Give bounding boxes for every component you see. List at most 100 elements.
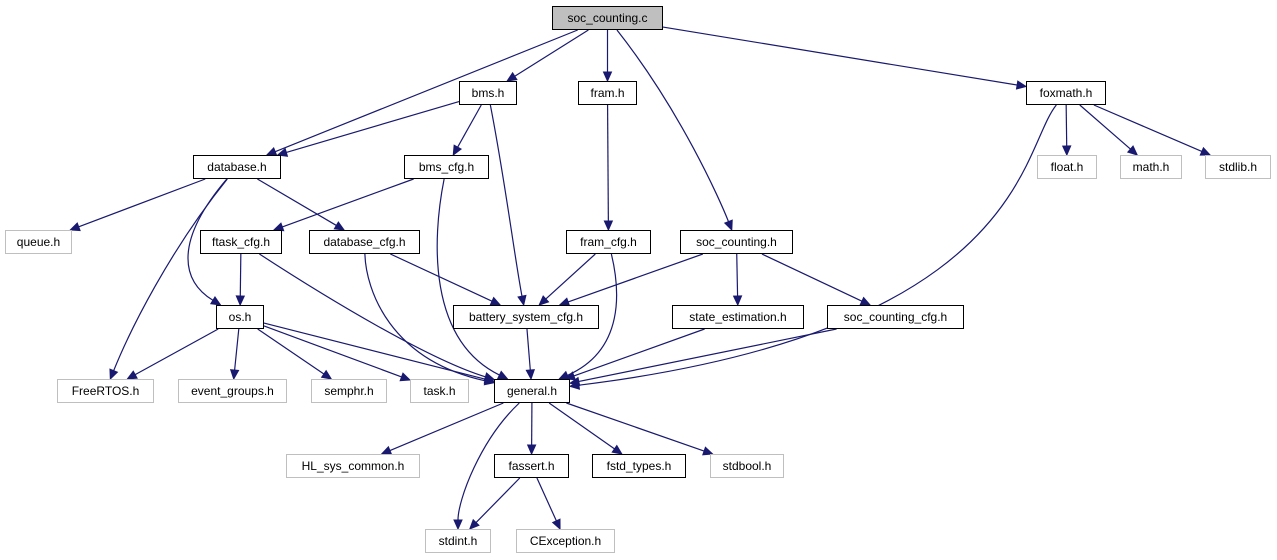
arrowhead-general-h-to-fstd-types-h <box>611 444 623 455</box>
node-foxmath-h[interactable]: foxmath.h <box>1026 81 1106 105</box>
node-FreeRTOS-h[interactable]: FreeRTOS.h <box>57 379 154 403</box>
edge-os-h-to-event-groups-h <box>234 328 240 371</box>
arrowhead-soc-counting-cfg-h-to-general-h <box>568 376 581 387</box>
arrowhead-database-h-to-FreeRTOS-h <box>109 368 119 381</box>
edge-soc-counting-h-to-soc-counting-cfg-h <box>761 253 863 302</box>
edge-general-h-to-stdbool-h <box>566 402 705 452</box>
arrowhead-foxmath-h-to-math-h <box>1126 145 1139 156</box>
edge-bms-cfg-h-to-ftask-cfg-h <box>282 178 414 228</box>
arrowhead-os-h-to-event-groups-h <box>229 369 240 381</box>
edge-ftask-cfg-h-to-general-h <box>259 253 486 378</box>
edge-fassert-h-to-CException-h <box>536 477 557 522</box>
edge-foxmath-h-to-stdlib-h <box>1093 104 1203 152</box>
edge-general-h-to-stdint-h <box>457 402 520 521</box>
arrowhead-bms-h-to-database-h <box>276 147 289 157</box>
node-soc-counting-c[interactable]: soc_counting.c <box>552 6 663 30</box>
arrowhead-bms-h-to-bms-cfg-h <box>452 144 463 157</box>
edge-ftask-cfg-h-to-os-h <box>239 253 242 297</box>
arrowhead-os-h-to-semphr-h <box>320 369 333 380</box>
edge-os-h-to-general-h <box>263 322 486 380</box>
arrowhead-os-h-to-task-h <box>399 372 412 382</box>
edge-foxmath-h-to-float-h <box>1065 104 1068 147</box>
edge-fram-cfg-h-to-general-h <box>567 253 618 376</box>
edge-foxmath-h-to-math-h <box>1079 104 1131 150</box>
arrowhead-soc-counting-c-to-foxmath-h <box>1015 80 1028 90</box>
node-stdint-h[interactable]: stdint.h <box>425 529 491 553</box>
node-CException-h[interactable]: CException.h <box>516 529 615 553</box>
arrowhead-battery-system-cfg-h-to-general-h <box>525 369 536 381</box>
edge-general-h-to-HL-sys-common-h <box>389 402 504 452</box>
node-soc-counting-cfg-h[interactable]: soc_counting_cfg.h <box>827 305 964 329</box>
edge-os-h-to-semphr-h <box>257 328 325 375</box>
node-stdbool-h[interactable]: stdbool.h <box>710 454 784 478</box>
arrowhead-database-h-to-os-h <box>209 295 222 306</box>
node-math-h[interactable]: math.h <box>1120 155 1182 179</box>
edge-database-h-to-database-cfg-h <box>257 178 337 226</box>
edge-soc-counting-c-to-bms-h <box>514 29 589 77</box>
node-event-groups-h[interactable]: event_groups.h <box>178 379 287 403</box>
arrowhead-fram-cfg-h-to-battery-system-cfg-h <box>538 295 550 306</box>
edge-fram-h-to-fram-cfg-h <box>606 104 609 222</box>
edge-bms-h-to-database-h <box>286 100 460 154</box>
arrowhead-general-h-to-stdbool-h <box>702 446 714 456</box>
arrowhead-os-h-to-FreeRTOS-h <box>126 370 138 380</box>
edge-soc-counting-cfg-h-to-general-h <box>578 328 837 383</box>
node-queue-h[interactable]: queue.h <box>5 230 72 254</box>
edge-soc-counting-h-to-state-estimation-h <box>736 253 739 297</box>
edge-soc-counting-c-to-database-h <box>274 29 578 153</box>
edge-foxmath-h-to-general-h <box>578 104 1057 386</box>
node-fstd-types-h[interactable]: fstd_types.h <box>592 454 686 478</box>
arrowhead-foxmath-h-to-float-h <box>1061 145 1072 157</box>
arrowhead-soc-counting-c-to-fram-h <box>602 71 613 83</box>
arrowhead-os-h-to-general-h <box>483 374 496 384</box>
arrowhead-soc-counting-c-to-soc-counting-h <box>723 219 733 232</box>
arrowhead-state-estimation-h-to-general-h <box>564 371 576 381</box>
arrowhead-fassert-h-to-CException-h <box>551 518 561 531</box>
node-ftask-cfg-h[interactable]: ftask_cfg.h <box>200 230 282 254</box>
edge-database-h-to-queue-h <box>78 178 206 228</box>
arrowhead-bms-h-to-battery-system-cfg-h <box>517 294 527 307</box>
edge-bms-h-to-bms-cfg-h <box>457 104 482 148</box>
node-bms-cfg-h[interactable]: bms_cfg.h <box>404 155 489 179</box>
node-fassert-h[interactable]: fassert.h <box>494 454 569 478</box>
node-float-h[interactable]: float.h <box>1037 155 1097 179</box>
edge-soc-counting-c-to-foxmath-h <box>662 26 1018 86</box>
node-database-h[interactable]: database.h <box>193 155 281 179</box>
node-task-h[interactable]: task.h <box>410 379 469 403</box>
node-fram-h[interactable]: fram.h <box>578 81 637 105</box>
node-HL-sys-common-h[interactable]: HL_sys_common.h <box>286 454 420 478</box>
node-battery-system-cfg-h[interactable]: battery_system_cfg.h <box>453 305 599 329</box>
arrowhead-fram-h-to-fram-cfg-h <box>603 220 614 232</box>
arrowhead-database-cfg-h-to-battery-system-cfg-h <box>489 296 502 306</box>
arrowhead-general-h-to-fassert-h <box>526 444 537 456</box>
node-os-h[interactable]: os.h <box>216 305 264 329</box>
arrowhead-fassert-h-to-stdint-h <box>468 518 480 530</box>
node-fram-cfg-h[interactable]: fram_cfg.h <box>566 230 651 254</box>
edge-general-h-to-fstd-types-h <box>548 402 615 450</box>
node-state-estimation-h[interactable]: state_estimation.h <box>672 305 804 329</box>
node-stdlib-h[interactable]: stdlib.h <box>1205 155 1271 179</box>
edge-os-h-to-task-h <box>263 325 402 378</box>
node-general-h[interactable]: general.h <box>494 379 570 403</box>
arrowhead-bms-cfg-h-to-general-h <box>496 370 509 380</box>
node-bms-h[interactable]: bms.h <box>459 81 517 105</box>
arrowhead-database-h-to-database-cfg-h <box>333 221 346 231</box>
arrowhead-database-h-to-queue-h <box>69 222 81 232</box>
arrowhead-soc-counting-h-to-soc-counting-cfg-h <box>859 296 872 306</box>
node-soc-counting-h[interactable]: soc_counting.h <box>680 230 793 254</box>
node-semphr-h[interactable]: semphr.h <box>311 379 387 403</box>
edge-battery-system-cfg-h-to-general-h <box>526 328 531 371</box>
arrowhead-general-h-to-stdint-h <box>453 519 463 531</box>
arrowhead-soc-counting-c-to-bms-h <box>506 71 518 82</box>
arrowhead-soc-counting-h-to-state-estimation-h <box>732 295 743 307</box>
arrowhead-ftask-cfg-h-to-os-h <box>235 295 246 307</box>
edge-fram-cfg-h-to-battery-system-cfg-h <box>545 253 596 300</box>
node-database-cfg-h[interactable]: database_cfg.h <box>309 230 420 254</box>
edge-bms-h-to-battery-system-cfg-h <box>489 104 523 297</box>
edge-soc-counting-h-to-battery-system-cfg-h <box>567 253 704 303</box>
arrowhead-foxmath-h-to-stdlib-h <box>1199 146 1212 156</box>
edge-database-h-to-FreeRTOS-h <box>113 178 228 371</box>
edge-database-cfg-h-to-battery-system-cfg-h <box>390 253 493 302</box>
